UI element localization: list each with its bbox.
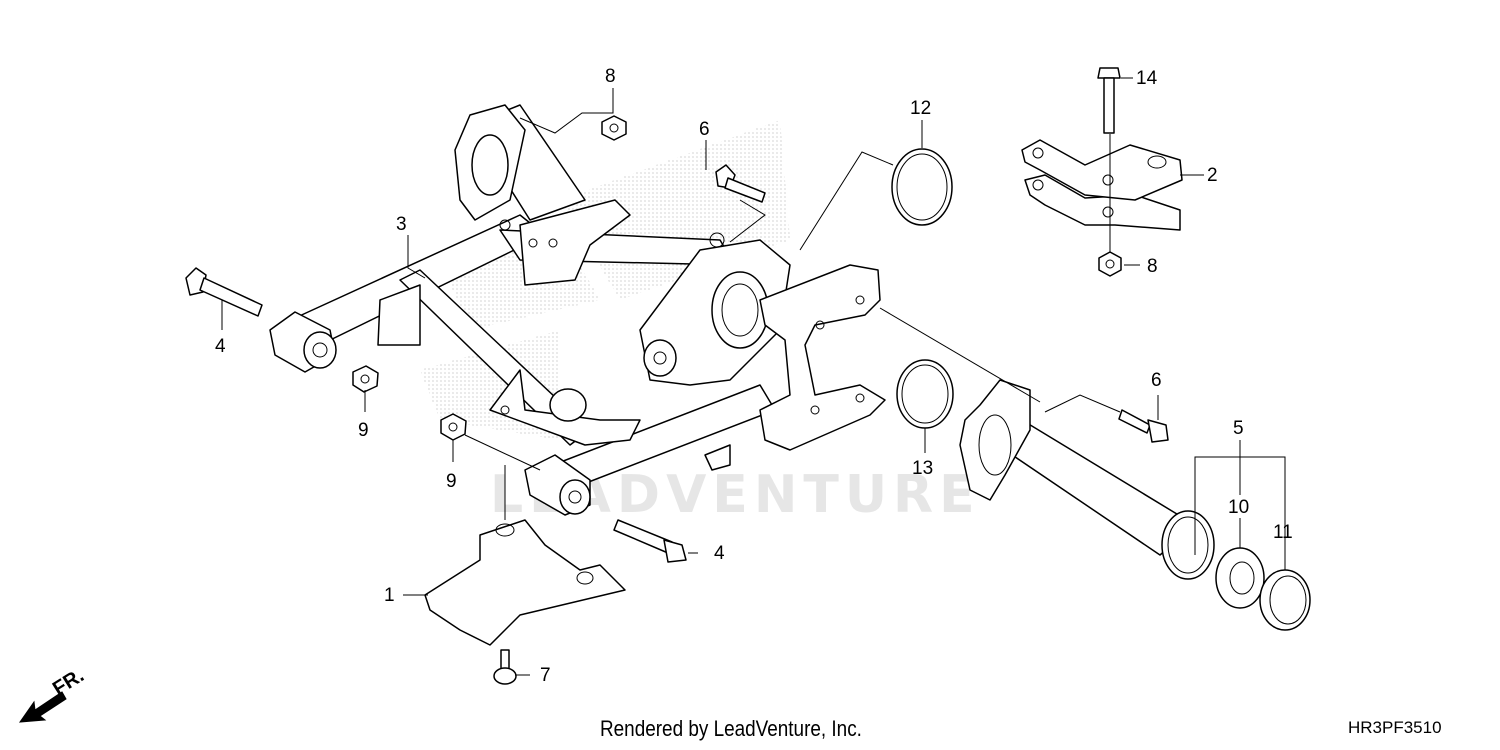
callout-3: 3 xyxy=(396,214,407,235)
callout-9-left: 9 xyxy=(446,471,457,492)
footer-credit: Rendered by LeadVenture, Inc. xyxy=(600,716,862,741)
nut-8-lower xyxy=(1098,251,1122,277)
nut-9-right xyxy=(352,365,379,393)
seal-11 xyxy=(1259,569,1311,631)
callout-5: 5 xyxy=(1233,418,1244,439)
diagram-code: HR3PF3510 xyxy=(1348,718,1442,737)
callout-7: 7 xyxy=(540,665,551,686)
callout-4-lower: 4 xyxy=(714,543,725,564)
callout-6-upper: 6 xyxy=(699,119,710,140)
callout-9-right: 9 xyxy=(358,420,369,441)
callout-4-upper: 4 xyxy=(215,336,226,357)
front-direction-indicator: FR. xyxy=(18,665,88,723)
callout-6-lower: 6 xyxy=(1151,370,1162,391)
bolt-6-lower xyxy=(1118,409,1169,443)
nut-8-upper xyxy=(601,115,627,141)
bolt-14 xyxy=(1097,67,1121,134)
callout-11: 11 xyxy=(1273,522,1293,543)
skid-plate xyxy=(424,519,626,646)
bolt-7 xyxy=(493,649,517,685)
bracket-plate xyxy=(1021,139,1183,231)
callout-10: 10 xyxy=(1228,497,1249,518)
axle-tube xyxy=(959,379,1215,580)
callout-14: 14 xyxy=(1136,68,1158,89)
bearing-10 xyxy=(1215,547,1265,609)
swingarm-assembly xyxy=(269,104,886,516)
leader-lines xyxy=(221,77,1286,676)
o-ring-13 xyxy=(896,359,954,429)
bolt-4-lower xyxy=(613,519,687,563)
callouts: 3 4 9 9 8 6 12 14 2 8 6 5 10 11 13 4 1 7 xyxy=(215,66,1293,686)
bolt-4-upper xyxy=(185,267,263,317)
bolt-6-upper xyxy=(715,164,766,203)
front-label: FR. xyxy=(49,665,88,701)
callout-13: 13 xyxy=(912,458,933,479)
callout-1: 1 xyxy=(384,585,395,606)
callout-8-lower: 8 xyxy=(1147,256,1158,277)
callout-8-upper: 8 xyxy=(605,66,616,87)
o-ring-12 xyxy=(891,148,953,226)
front-arrow-icon xyxy=(18,691,67,723)
callout-12: 12 xyxy=(910,98,931,119)
nut-9-left xyxy=(440,413,467,441)
callout-2: 2 xyxy=(1207,165,1218,186)
